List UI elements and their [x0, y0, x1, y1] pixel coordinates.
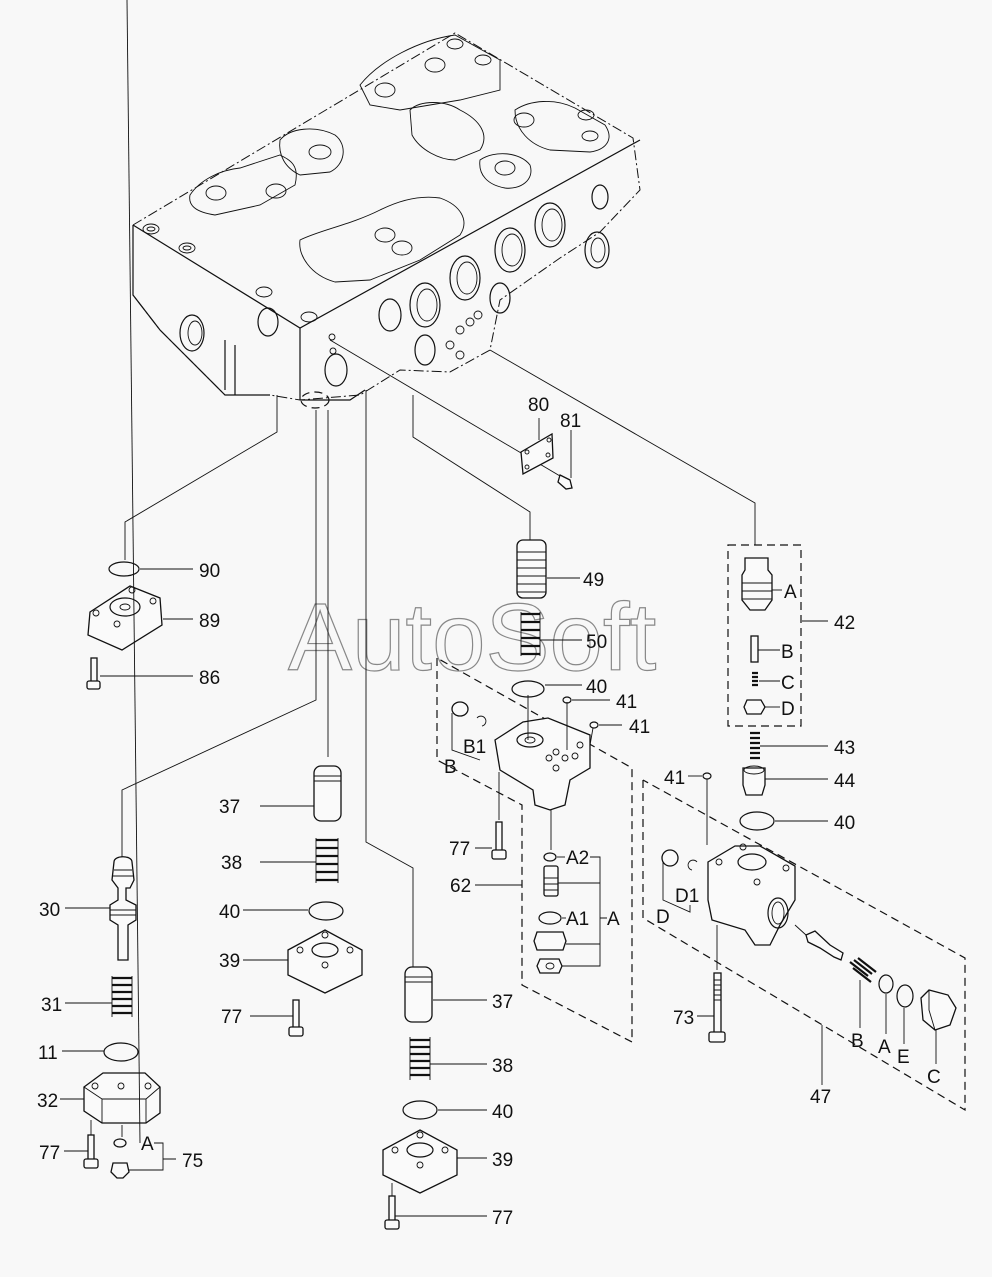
- part-62-valve-block: B1 B: [444, 695, 594, 811]
- label-75-A: A: [141, 1134, 154, 1155]
- part-80-cover-plate: 80: [520, 395, 554, 476]
- part-62-A-subassembly: A2 A1 A: [533, 810, 620, 974]
- label-42-B: B: [781, 642, 794, 663]
- label-77-b: 77: [221, 1007, 242, 1028]
- label-62-A1: A1: [566, 909, 589, 930]
- label-40-right: 40: [834, 813, 855, 834]
- part-37-spool-a: 37: [219, 765, 342, 822]
- label-75: 75: [182, 1151, 203, 1172]
- part-75-plug-assembly: A 75: [110, 0, 203, 1179]
- part-77-bolt-d: 77: [384, 1183, 513, 1230]
- part-41-seal-b: 41: [589, 717, 650, 738]
- part-77-bolt-b: 77: [221, 999, 304, 1037]
- label-77-d: 77: [492, 1208, 513, 1229]
- part-32-cover: 32: [37, 1072, 161, 1124]
- label-47-C: C: [927, 1067, 941, 1088]
- label-40-upper: 40: [586, 677, 607, 698]
- assembly-47-box: [642, 779, 966, 1112]
- label-30: 30: [39, 900, 60, 921]
- leader-lines: [121, 339, 756, 968]
- label-49: 49: [583, 570, 604, 591]
- assembly-62-box: [436, 656, 633, 1043]
- part-38-spring-a: 38: [221, 838, 339, 883]
- part-30-poppet: 30: [39, 856, 137, 961]
- label-47-A: A: [878, 1037, 891, 1058]
- label-43: 43: [834, 738, 855, 759]
- part-41-seal-c: 41: [664, 768, 712, 845]
- part-89-flange: 89: [87, 585, 220, 651]
- part-11-o-ring: 11: [38, 1042, 139, 1064]
- label-47-E: E: [897, 1047, 910, 1068]
- valve-body-housing: [132, 32, 641, 409]
- part-40-o-ring-lower: 40: [402, 1100, 513, 1123]
- part-49-spool: 49: [516, 539, 604, 599]
- label-39-b: 39: [492, 1150, 513, 1171]
- label-11: 11: [38, 1043, 58, 1064]
- part-50-spring: 50: [520, 612, 607, 656]
- label-31: 31: [41, 995, 62, 1016]
- label-62-B1: B1: [463, 737, 486, 758]
- label-47-D: D: [656, 907, 670, 928]
- label-41-a: 41: [616, 692, 637, 713]
- label-44: 44: [834, 771, 856, 792]
- label-86: 86: [199, 668, 220, 689]
- label-37-b: 37: [492, 992, 513, 1013]
- label-38-b: 38: [492, 1056, 513, 1077]
- part-40-o-ring-mid: 40: [219, 901, 344, 923]
- part-41-seal-a: 41: [562, 692, 637, 713]
- assembly-42-box: [727, 544, 802, 727]
- label-37-a: 37: [219, 797, 240, 818]
- label-80: 80: [528, 395, 549, 416]
- part-40-o-ring-right: 40: [739, 811, 855, 834]
- label-40-lower: 40: [492, 1102, 513, 1123]
- part-73-bolt: 73: [673, 925, 726, 1043]
- label-62-A2: A2: [566, 848, 589, 869]
- label-38-a: 38: [221, 853, 242, 874]
- label-32: 32: [37, 1091, 58, 1112]
- label-47-D1: D1: [675, 886, 699, 907]
- part-43-spring: 43: [750, 731, 855, 760]
- label-50: 50: [586, 632, 607, 653]
- label-62: 62: [450, 876, 471, 897]
- label-39-a: 39: [219, 951, 240, 972]
- label-89: 89: [199, 611, 220, 632]
- part-31-spring: 31: [41, 976, 133, 1017]
- part-77-bolt-a: 77: [449, 772, 507, 860]
- part-39-flange-a: 39: [219, 929, 363, 994]
- part-86-bolt: 86: [86, 657, 220, 690]
- label-90: 90: [199, 561, 220, 582]
- label-42-D: D: [781, 699, 795, 720]
- label-47-B: B: [851, 1031, 864, 1052]
- label-41-b: 41: [629, 717, 650, 738]
- label-47: 47: [810, 1087, 831, 1108]
- part-38-spring-b: 38: [409, 1037, 513, 1080]
- label-42: 42: [834, 613, 855, 634]
- label-40-mid: 40: [219, 902, 240, 923]
- label-77-a: 77: [449, 839, 470, 860]
- part-39-flange-b: 39: [382, 1129, 513, 1194]
- part-77-bolt-c: 77: [39, 1120, 99, 1169]
- label-77-c: 77: [39, 1143, 60, 1164]
- label-41-c: 41: [664, 768, 685, 789]
- label-42-C: C: [781, 673, 795, 694]
- part-47-valve-block: D1 D B A E C 47: [656, 843, 957, 1108]
- label-62-A: A: [607, 909, 620, 930]
- label-73: 73: [673, 1008, 694, 1029]
- part-37-spool-b: 37: [404, 966, 513, 1023]
- part-40-o-ring-upper: 40: [511, 677, 607, 698]
- part-44-seat: 44: [742, 765, 856, 796]
- part-42-assembly: A B C D 42: [741, 557, 855, 720]
- label-62-B: B: [444, 757, 457, 778]
- label-42-A: A: [784, 582, 797, 603]
- part-81-screw: 81: [557, 411, 581, 490]
- watermark: AutoSoft: [288, 584, 656, 691]
- label-81: 81: [560, 411, 581, 432]
- part-90-o-ring: 90: [108, 561, 220, 582]
